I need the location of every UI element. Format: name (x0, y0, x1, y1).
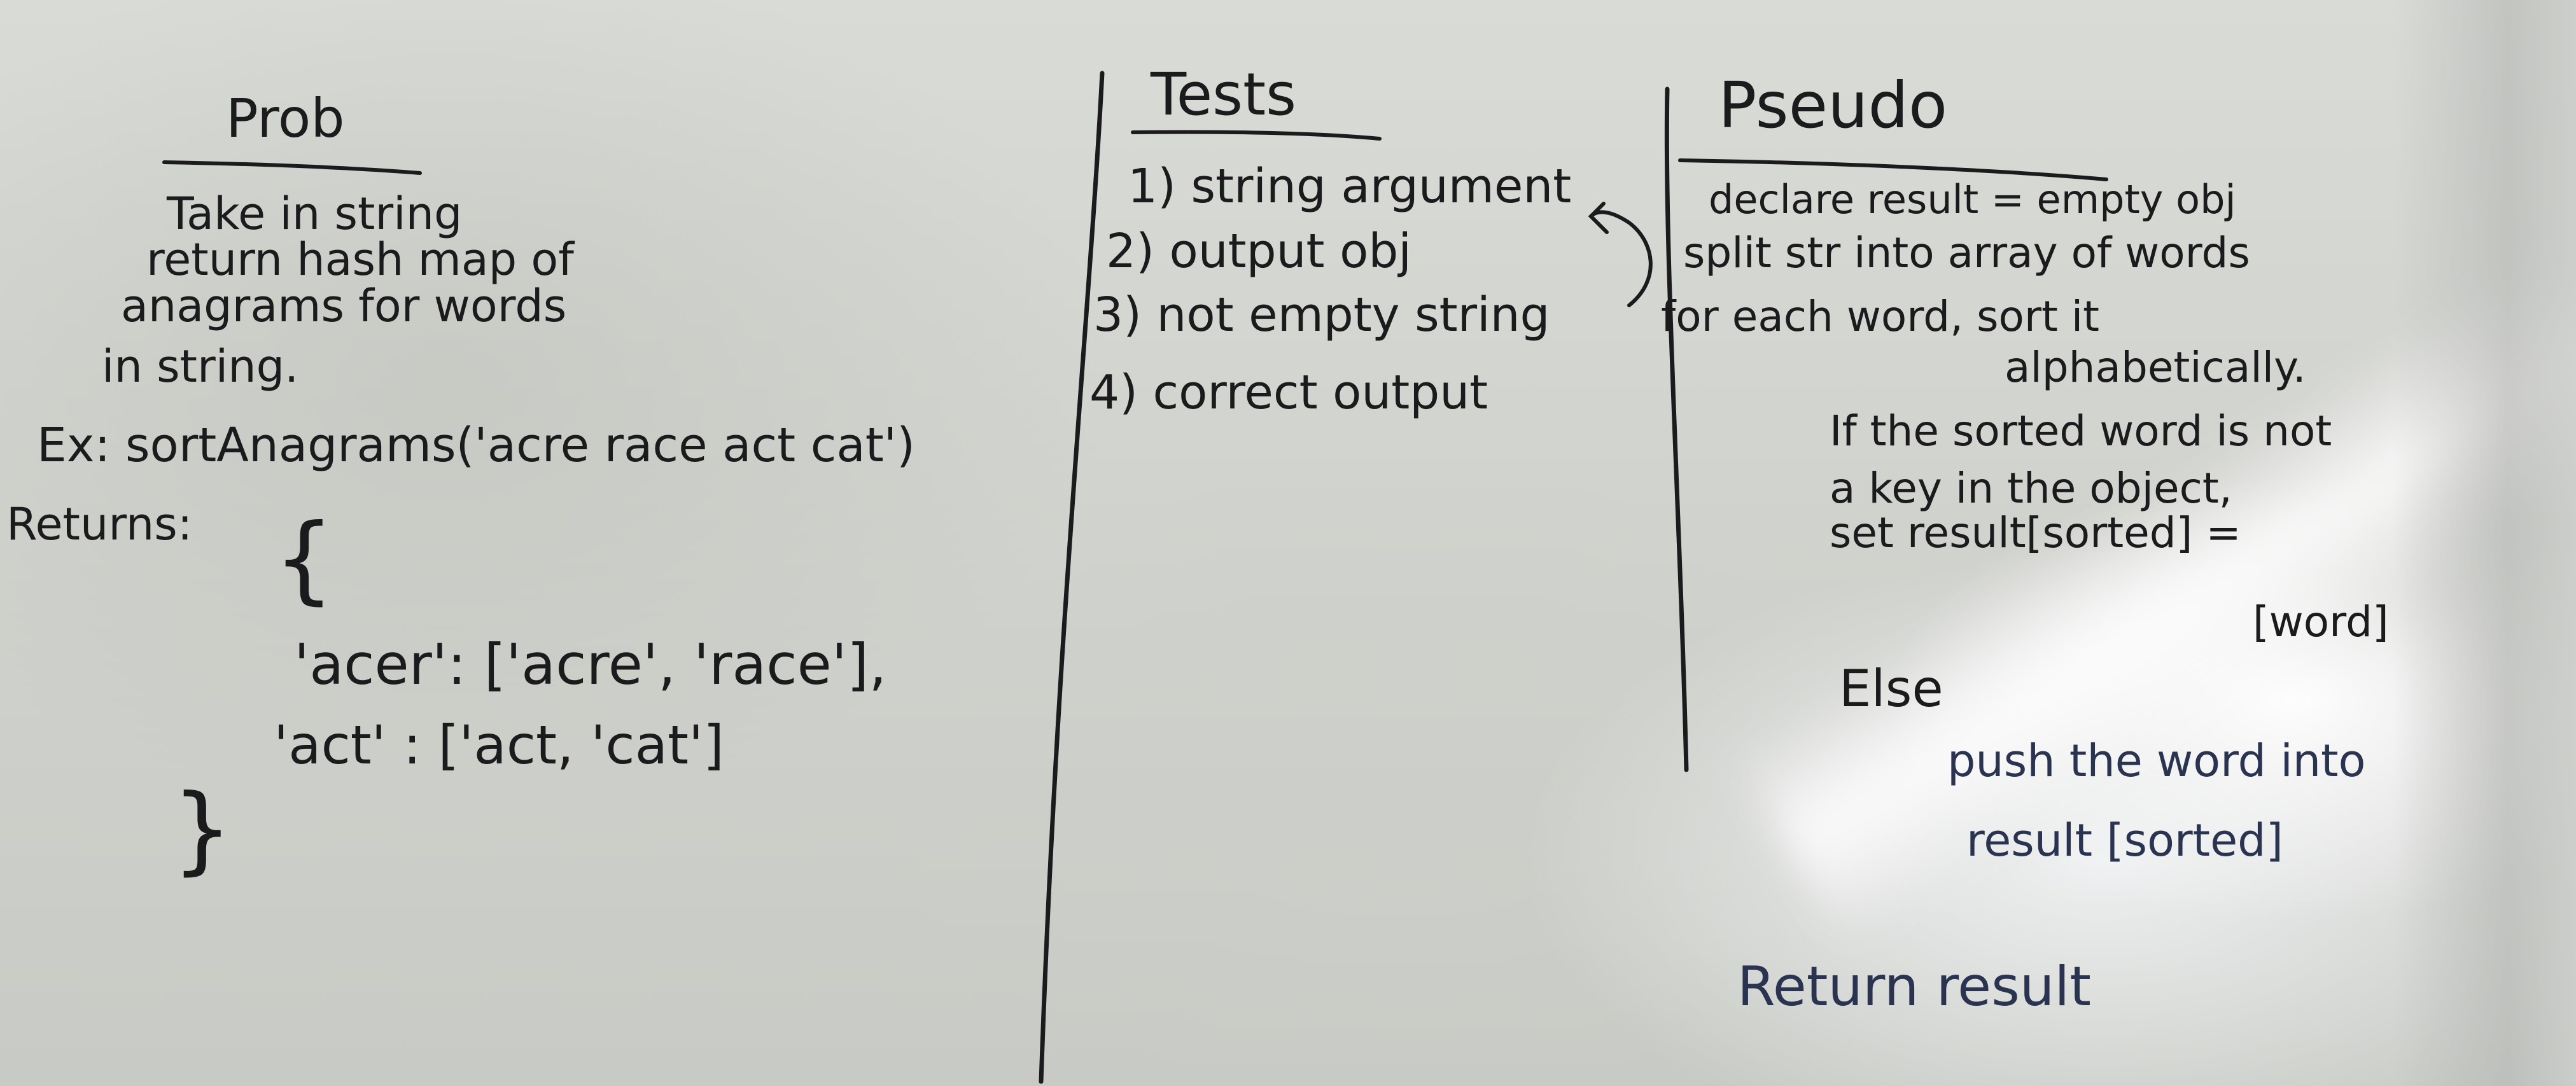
prob-open-brace: { (274, 504, 334, 615)
prob-heading: Prob (226, 87, 345, 150)
pseudo-heading: Pseudo (1718, 68, 1947, 143)
pseudo-line-1: declare result = empty obj (1709, 176, 2236, 223)
tests-section: Tests 1) string argument 2) output obj 3… (1089, 60, 1653, 420)
prob-entry-1: 'acer': ['acre', 'race'], (294, 632, 886, 697)
prob-line-4: in string. (102, 340, 298, 393)
prob-heading-underline (162, 160, 422, 175)
tests-item-3: 3) not empty string (1093, 288, 1550, 342)
pseudo-line-11: result [sorted] (1966, 814, 2283, 867)
tests-arrow-head (1588, 202, 1609, 234)
pseudo-heading-underline (1678, 158, 2108, 181)
board-frame-edge (2393, 0, 2576, 1086)
pseudo-line-5: If the sorted word is not (1830, 407, 2332, 456)
prob-line-3: anagrams for words (121, 280, 566, 332)
pseudo-line-9: Else (1839, 659, 1943, 718)
divider-line-right (1664, 87, 1689, 772)
pseudo-line-12: Return result (1737, 955, 2091, 1019)
prob-example: Ex: sortAnagrams('acre race act cat') (37, 418, 915, 473)
tests-arrow (1589, 210, 1653, 307)
pseudo-line-7: set result[sorted] = (1830, 508, 2241, 557)
prob-line-1: Take in string (166, 188, 462, 240)
pseudo-line-10: push the word into (1947, 735, 2365, 787)
tests-item-2: 2) output obj (1106, 224, 1411, 279)
tests-heading: Tests (1150, 60, 1296, 129)
prob-returns-label: Returns: (6, 498, 192, 550)
tests-heading-underline (1131, 130, 1382, 141)
pseudo-section: Pseudo declare result = empty obj split … (1661, 68, 2389, 1019)
prob-section: Prob Take in string return hash map of a… (6, 87, 915, 885)
divider-line-left (1039, 71, 1105, 1084)
tests-item-1: 1) string argument (1128, 159, 1571, 214)
prob-close-brace: } (172, 774, 232, 885)
pseudo-line-4: alphabetically. (2005, 343, 2306, 392)
pseudo-line-2: split str into array of words (1683, 228, 2250, 277)
pseudo-line-3: for each word, sort it (1661, 292, 2099, 341)
pseudo-line-8: [word] (2253, 597, 2389, 646)
tests-item-4: 4) correct output (1089, 365, 1488, 420)
prob-entry-2: 'act' : ['act, 'cat'] (274, 714, 724, 776)
pseudo-line-6: a key in the object, (1830, 464, 2232, 513)
prob-line-2: return hash map of (146, 233, 575, 286)
